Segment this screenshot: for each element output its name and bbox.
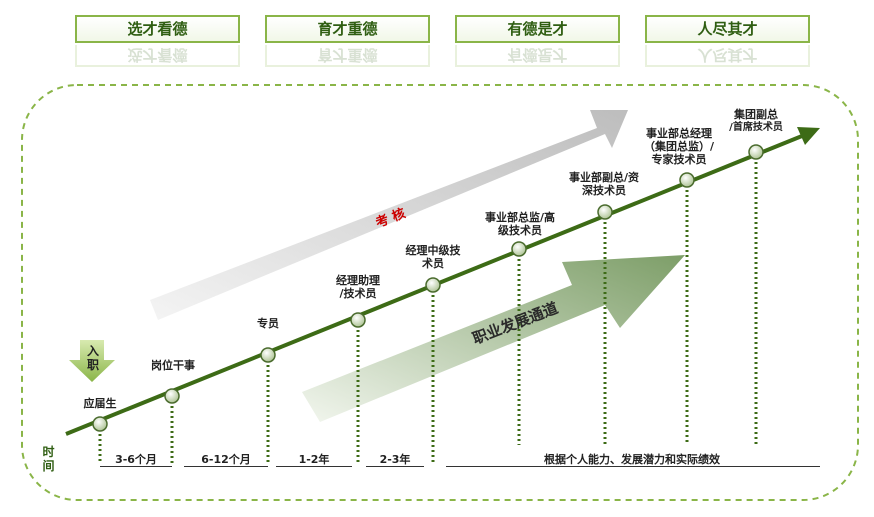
duration-label: 1-2年 <box>298 453 330 466</box>
vertical-guides <box>98 152 758 464</box>
duration-label: 3-6个月 <box>115 453 157 466</box>
duration-underline <box>366 466 424 467</box>
duration-underline <box>446 466 820 467</box>
duration-underline <box>100 466 172 467</box>
position-label: 事业部总经理（集团总监）/专家技术员 <box>643 127 715 166</box>
principle-box: 人尽其才 <box>645 15 810 43</box>
position-label: 岗位干事 <box>151 359 195 372</box>
duration-underline <box>276 466 352 467</box>
position-label: 经理助理/技术员 <box>336 274 380 300</box>
duration-underline <box>184 466 268 467</box>
principle-box: 育才重德 <box>265 15 430 43</box>
duration-label: 2-3年 <box>379 453 411 466</box>
onboarding-down-arrow <box>69 340 115 382</box>
duration-label: 根据个人能力、发展潜力和实际绩效 <box>544 453 720 466</box>
career-line-arrowhead <box>797 127 820 145</box>
position-label: 事业部副总/资深技术员 <box>568 171 640 197</box>
time-axis-label: 时间 <box>42 445 55 473</box>
position-label: 经理中级技术员 <box>405 244 461 270</box>
principle-box: 有德是才 <box>455 15 620 43</box>
position-nodes <box>92 144 764 432</box>
position-label: 专员 <box>257 317 279 330</box>
duration-label: 6-12个月 <box>201 453 251 466</box>
position-label: 事业部总监/高级技术员 <box>484 211 556 237</box>
dashed-frame <box>21 84 859 501</box>
onboarding-label: 入职 <box>86 344 99 372</box>
principle-box: 选才看德 <box>75 15 240 43</box>
assessment-arrow <box>150 110 628 320</box>
position-label: 集团副总/首席技术员 <box>729 108 783 133</box>
career-channel-arrow <box>302 255 685 422</box>
position-label: 应届生 <box>83 397 117 410</box>
